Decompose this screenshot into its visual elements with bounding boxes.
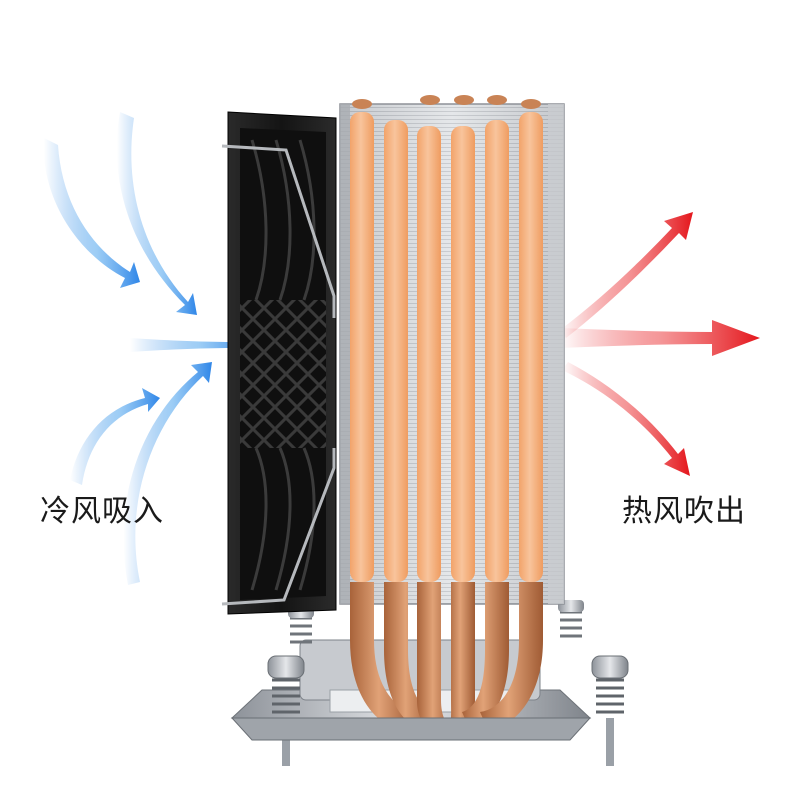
cold-air-in-label: 冷风吸入 — [40, 494, 164, 529]
heat-pipe-3 — [417, 126, 441, 582]
spring-screw-right — [591, 655, 629, 766]
hot-air-out-label: 热风吹出 — [622, 494, 746, 529]
heat-pipe-1 — [350, 112, 374, 582]
hot-arrow-middle — [560, 320, 760, 356]
cooling-fan — [221, 111, 337, 615]
cold-arrow-top-1 — [43, 138, 140, 288]
cold-arrow-bottom-2 — [123, 362, 212, 585]
cold-arrow-top-2 — [116, 112, 197, 315]
heat-pipe-2 — [384, 120, 408, 582]
fan-grill — [240, 300, 326, 448]
heat-pipe-tips — [352, 95, 541, 109]
spring-screw-back-right — [558, 600, 584, 638]
spring-screw-left — [267, 655, 305, 766]
cold-air-arrows — [43, 112, 256, 585]
cold-arrow-middle — [130, 331, 256, 359]
heat-pipe-5 — [485, 120, 509, 582]
hot-air-arrows — [560, 212, 760, 476]
hot-arrow-upper — [560, 212, 693, 338]
copper-pipe-bends — [350, 582, 543, 730]
fan-wire-clip — [221, 144, 336, 318]
cold-arrow-bottom-1 — [70, 388, 160, 485]
heat-pipes — [350, 112, 543, 582]
heat-pipe-4 — [451, 126, 475, 582]
heat-pipe-6 — [519, 112, 543, 582]
hot-arrow-lower — [562, 362, 690, 476]
base-plate — [230, 717, 592, 741]
